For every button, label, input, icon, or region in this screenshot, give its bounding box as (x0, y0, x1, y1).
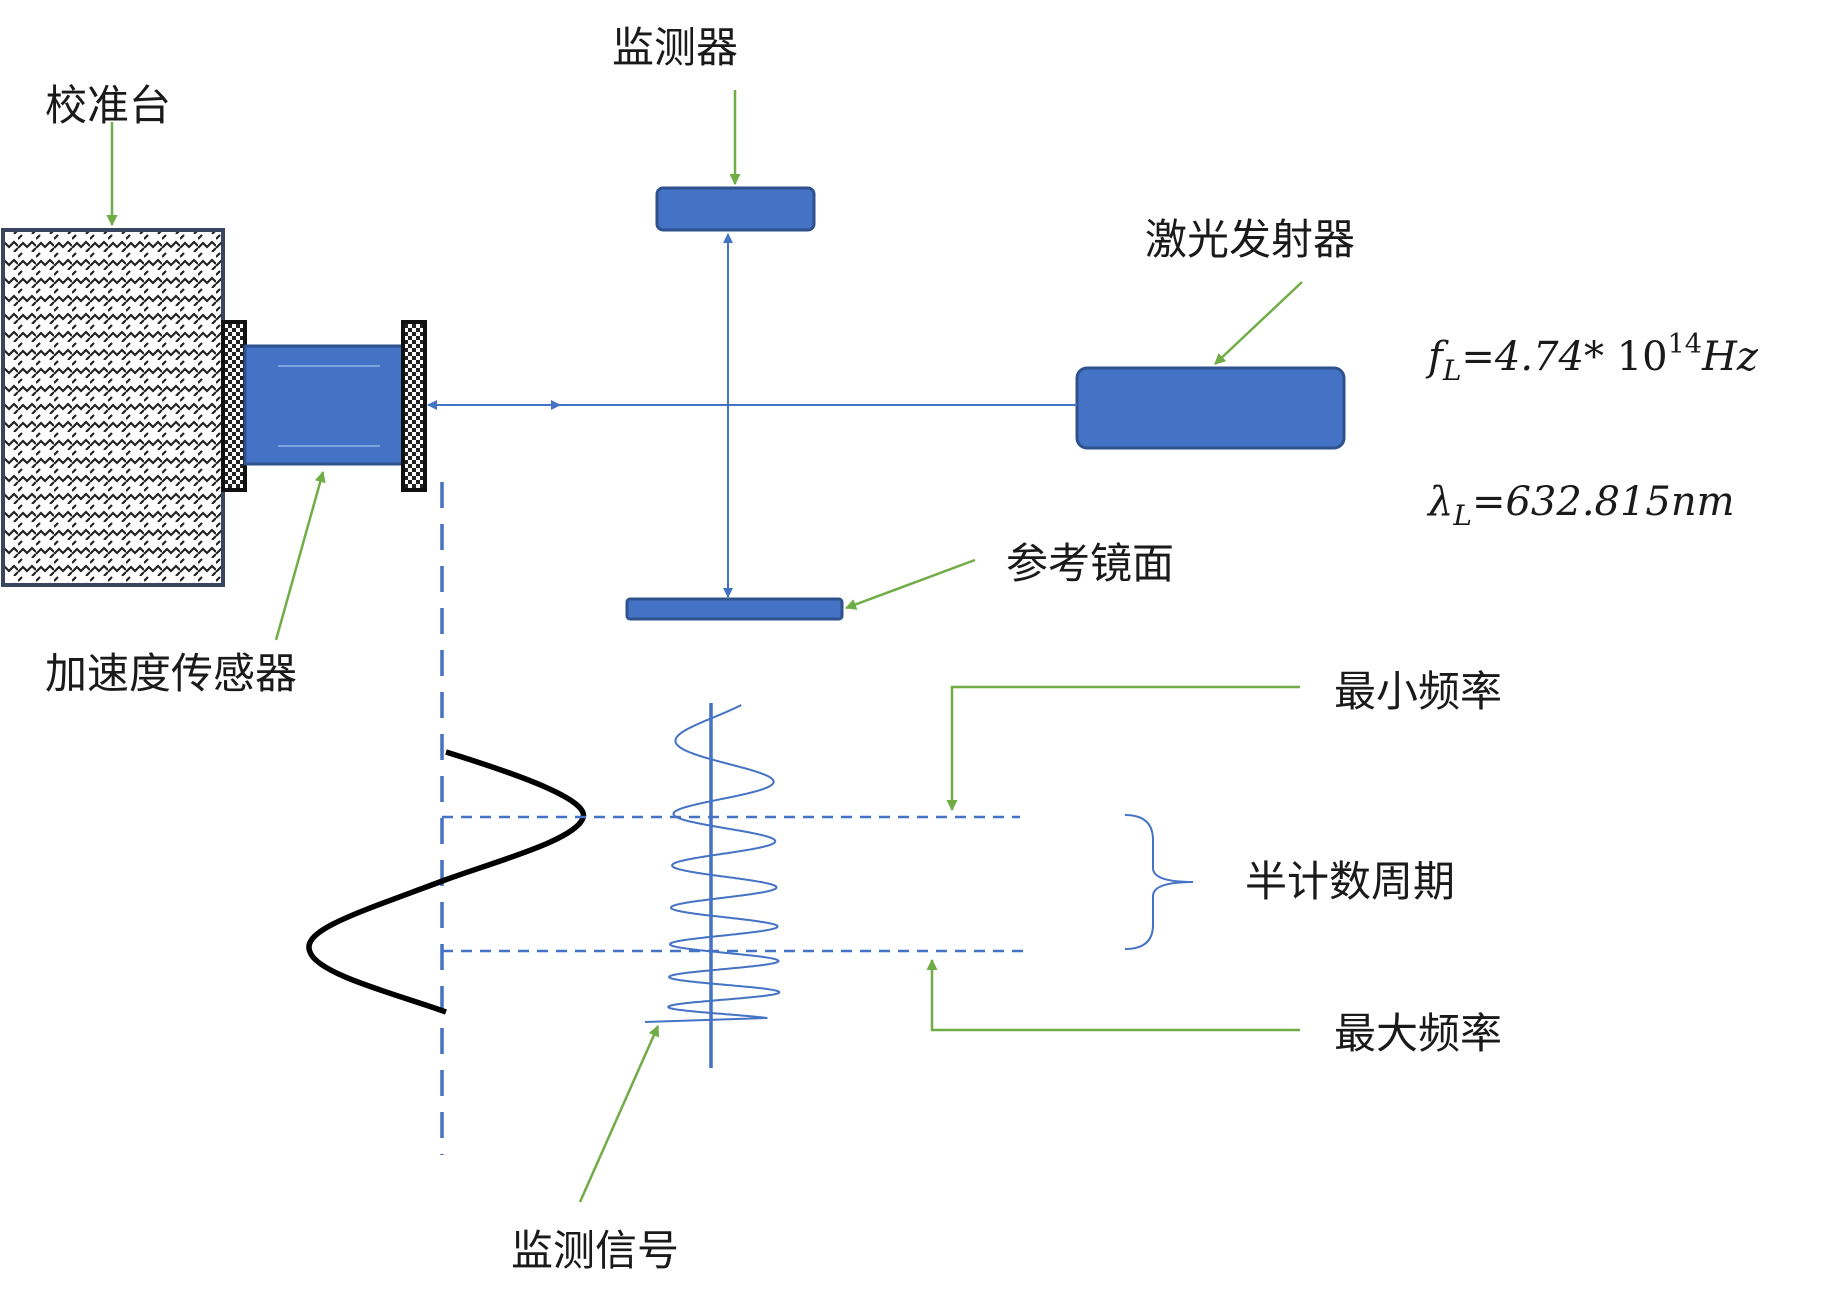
label-calibration-table: 校准台 (45, 81, 171, 130)
formula-frequency-eq: =4.74* (1461, 334, 1616, 380)
label-reference-mirror: 参考镜面 (1006, 539, 1174, 588)
formula-frequency-unit: Hz (1701, 334, 1759, 380)
motion-waveform (306, 749, 587, 1015)
label-accelerometer: 加速度传感器 (45, 649, 297, 698)
formula-wavelength: λL=632.815nm (1426, 479, 1735, 532)
pointer-arrow-max-frequency (926, 958, 1300, 1032)
formula-wavelength-eq: =632.815nm (1472, 479, 1735, 525)
pointer-arrow-laser-emitter (1214, 281, 1303, 365)
label-min-frequency: 最小频率 (1334, 667, 1502, 716)
label-half-count-period: 半计数周期 (1245, 857, 1455, 906)
formula-frequency-exponent: 14 (1668, 329, 1702, 360)
label-laser-emitter: 激光发射器 (1145, 215, 1355, 264)
pointer-arrow-min-frequency (946, 685, 1300, 812)
formula-wavelength-symbol: λ (1426, 479, 1453, 525)
half-period-brace (1124, 814, 1194, 950)
pointer-arrow-reference-mirror (844, 558, 976, 610)
label-max-frequency: 最大频率 (1334, 1009, 1502, 1058)
label-monitor-signal: 监测信号 (511, 1226, 679, 1275)
label-monitor: 监测器 (612, 23, 738, 72)
monitor-block (655, 186, 816, 232)
formula-frequency-mantissa: 10 (1617, 334, 1668, 380)
monitor-signal-waveform (644, 704, 781, 1023)
pointer-arrow-monitor-signal (578, 1024, 660, 1203)
reference-mirror-block (625, 597, 844, 621)
pointer-arrow-accelerometer (274, 470, 326, 641)
calibration-table (1, 228, 225, 587)
formula-frequency: fL=4.74* 1014Hz (1425, 329, 1759, 387)
mount-plate-left (221, 320, 247, 492)
laser-emitter-block (1075, 366, 1346, 450)
mount-plate-right (401, 320, 427, 492)
formula-wavelength-subscript: L (1452, 499, 1472, 532)
formula-frequency-subscript: L (1442, 354, 1462, 387)
